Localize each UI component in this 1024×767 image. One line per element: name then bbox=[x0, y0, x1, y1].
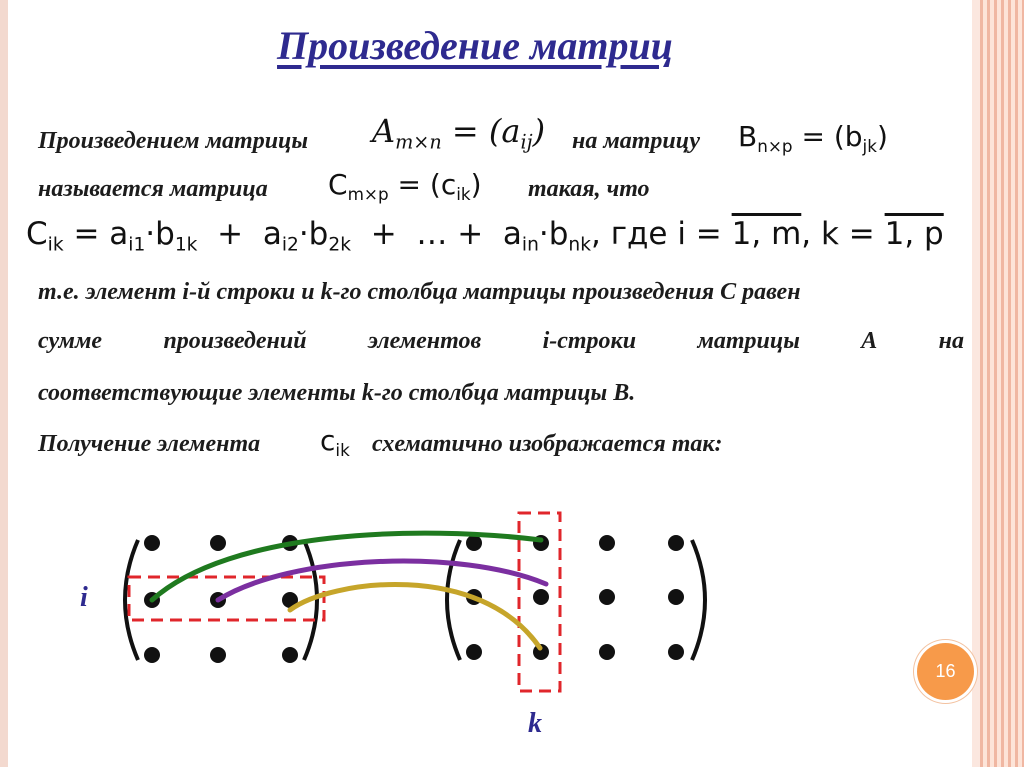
para-line-1: т.е. элемент i-й строки и k-го столбца м… bbox=[38, 279, 801, 305]
line1-text-a: Произведением матрицы bbox=[38, 128, 309, 154]
mf-t2a-sub: i2 bbox=[281, 234, 299, 256]
matrix-b-dot bbox=[599, 644, 615, 660]
formula-c-sub: m×p bbox=[347, 183, 389, 204]
mf-plus2: + … + bbox=[350, 216, 503, 252]
mf-t1b-sub: 1k bbox=[174, 234, 198, 256]
formula-c-letter: C bbox=[328, 168, 348, 201]
formula-b-rhs-sub: jk bbox=[862, 135, 877, 156]
para2-word: A bbox=[861, 328, 878, 354]
mf-t1a-sub: i1 bbox=[128, 234, 146, 256]
mf-eq: = bbox=[63, 216, 110, 252]
para4-element: cik bbox=[320, 424, 350, 460]
row-i-highlight bbox=[127, 575, 326, 622]
para2-word: сумме bbox=[38, 328, 103, 354]
multiplication-scheme bbox=[123, 511, 707, 693]
matrix-b-dot bbox=[668, 589, 684, 605]
matrix-a-dot bbox=[282, 647, 298, 663]
mf-plus1: + bbox=[197, 216, 263, 252]
formula-b-rhs: = (b bbox=[801, 120, 863, 153]
line1-text-b: на матрицу bbox=[572, 128, 701, 154]
mf-t3a-sub: in bbox=[521, 234, 539, 256]
para2-word: элементов bbox=[367, 328, 482, 354]
para4-text-a: Получение элемента bbox=[38, 431, 261, 457]
mf-where: , где bbox=[590, 216, 678, 252]
para4-elem-sub: ik bbox=[335, 439, 350, 460]
para-line-2: сумме произведений элементов i-строки ма… bbox=[38, 328, 964, 355]
matrix-b-dot bbox=[668, 644, 684, 660]
mf-k-range: 1, p bbox=[884, 216, 944, 252]
formula-b-close: ) bbox=[876, 120, 888, 153]
page-number-badge: 16 bbox=[917, 643, 974, 700]
green-connection-curve bbox=[149, 530, 544, 603]
matrix-a-right-paren bbox=[302, 539, 319, 661]
olive-connection-curve bbox=[287, 582, 543, 651]
para4-text-b: схематично изображается так: bbox=[372, 431, 723, 457]
right-stripes-decoration bbox=[972, 0, 1024, 767]
purple-connection-curve bbox=[215, 558, 549, 603]
mf-t2b-sub: 2k bbox=[328, 234, 351, 256]
matrix-a-dot bbox=[144, 535, 160, 551]
left-border-decoration bbox=[0, 0, 8, 767]
para4-elem: c bbox=[320, 424, 336, 457]
mf-t2b: ·b bbox=[298, 216, 329, 252]
matrix-a-dot bbox=[282, 592, 298, 608]
formula-c-rhs: = (c bbox=[397, 168, 457, 201]
formula-c-rhs-sub: ik bbox=[456, 183, 471, 204]
formula-b-sub: n×p bbox=[757, 135, 793, 156]
mf-i-range: 1, m bbox=[731, 216, 802, 252]
line2-text-b: такая, что bbox=[528, 176, 650, 202]
matrix-a-dot bbox=[210, 647, 226, 663]
matrix-b-dot bbox=[599, 535, 615, 551]
mf-k-eq: , k = bbox=[801, 216, 885, 252]
matrix-b-dot bbox=[466, 535, 482, 551]
matrix-b-right-paren bbox=[690, 539, 707, 661]
matrix-b-dot bbox=[466, 644, 482, 660]
formula-b-letter: B bbox=[738, 120, 758, 153]
mf-t1b: ·b bbox=[145, 216, 175, 252]
para2-word: матрицы bbox=[697, 328, 800, 354]
mf-c: C bbox=[26, 216, 48, 252]
mf-t3b-sub: nk bbox=[568, 234, 591, 256]
formula-a: Am×n = (aij) bbox=[372, 112, 545, 154]
formula-b: Bn×p = (bjk) bbox=[738, 120, 888, 156]
formula-a-rhs-sub: ij bbox=[520, 130, 533, 154]
matrix-a-dot bbox=[144, 647, 160, 663]
formula-c-close: ) bbox=[470, 168, 482, 201]
formula-a-letter: A bbox=[372, 112, 396, 150]
formula-a-sub: m×n bbox=[395, 130, 442, 154]
para-line-3: соответствующие элементы k-го столбца ма… bbox=[38, 380, 636, 406]
mf-t3a: a bbox=[502, 216, 522, 252]
row-label-i: i bbox=[80, 582, 88, 613]
mf-i-eq: i = bbox=[677, 216, 732, 252]
column-label-k: k bbox=[528, 708, 542, 739]
matrix-b-dot bbox=[599, 589, 615, 605]
matrix-a-left-paren bbox=[123, 539, 140, 661]
mf-c-sub: ik bbox=[47, 234, 64, 256]
para2-word: произведений bbox=[163, 328, 307, 354]
matrix-b-left-paren bbox=[445, 539, 462, 661]
mf-t2a: a bbox=[262, 216, 282, 252]
slide-title: Произведение матриц bbox=[277, 23, 673, 68]
formula-a-close: ) bbox=[532, 112, 546, 150]
line2-text-a: называется матрица bbox=[38, 176, 268, 202]
matrix-a-dot bbox=[210, 535, 226, 551]
mf-t1a: a bbox=[109, 216, 129, 252]
column-k-highlight bbox=[517, 511, 562, 693]
matrix-b-dot bbox=[533, 589, 549, 605]
para2-word: i-строки bbox=[542, 328, 637, 354]
mf-t3b: ·b bbox=[538, 216, 569, 252]
main-formula: Cik = ai1·b1k + ai2·b2k + … + ain·bnk, г… bbox=[26, 216, 944, 256]
formula-c: Cm×p = (cik) bbox=[328, 168, 482, 204]
matrix-b-dot bbox=[668, 535, 684, 551]
formula-a-rhs: = (a bbox=[451, 112, 521, 150]
para2-word: на bbox=[938, 328, 964, 354]
